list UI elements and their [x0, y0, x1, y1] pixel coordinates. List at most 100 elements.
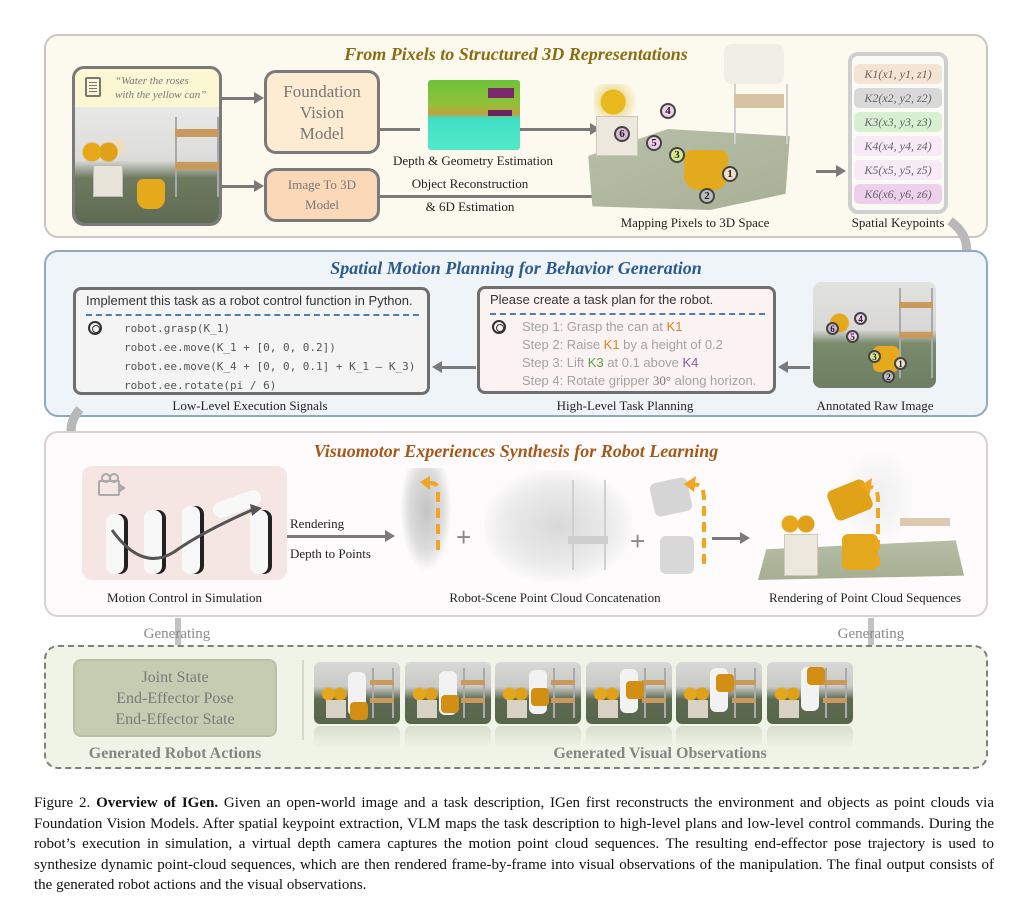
keypoint-marker-3: 3 — [669, 147, 685, 163]
clipboard-icon — [85, 77, 101, 97]
input-scene-photo — [75, 107, 219, 223]
observation-frame — [495, 662, 581, 724]
divider — [490, 313, 765, 315]
keypoint-k3: K3(x3, y3, z3) — [854, 112, 942, 132]
plan-step-3: Step 3: Lift K3 at 0.1 above K4 — [522, 355, 699, 370]
annotated-marker-6: 6 — [826, 322, 839, 335]
observation-frame — [676, 662, 762, 724]
generating-arrow-right-shaft — [868, 618, 874, 658]
visual-observations-caption: Generated Visual Observations — [553, 745, 767, 762]
plan-prompt: Please create a task plan for the robot. — [490, 292, 714, 307]
panel-title: Visuomotor Experiences Synthesis for Rob… — [313, 441, 719, 461]
keypoints-caption: Spatial Keypoints — [851, 215, 945, 230]
robot-actions-caption: Generated Robot Actions — [88, 745, 262, 762]
chatgpt-icon — [492, 320, 506, 334]
code-line: robot.ee.rotate(pi / 6) — [124, 379, 277, 392]
observation-frame — [766, 662, 853, 724]
arrow-to-img3d — [222, 180, 264, 192]
observation-frame-reflection — [314, 726, 400, 748]
high-level-caption: High-Level Task Planning — [556, 398, 694, 413]
annotated-caption: Annotated Raw Image — [816, 398, 934, 413]
arrow-to-keypoints — [816, 165, 846, 177]
annotated-marker-1: 1 — [894, 357, 907, 370]
rendering-arrow — [287, 530, 395, 542]
task-instruction-line-1: “Water the roses — [115, 75, 189, 87]
action-ee-state: End-Effector State — [115, 710, 235, 728]
task-instruction-line-2: with the yellow can” — [115, 89, 207, 101]
action-ee-pose: End-Effector Pose — [116, 689, 234, 707]
arrow-depth-to-mapping — [520, 123, 600, 135]
foundation-box-line: Model — [299, 123, 345, 143]
observation-frame — [404, 662, 491, 724]
keypoint-k5: K5(x5, y5, z5) — [854, 160, 942, 180]
keypoint-k6: K6(x6, y6, z6) — [854, 184, 942, 204]
keypoint-k1: K1(x1, y1, z1) — [854, 64, 942, 84]
panel-title: From Pixels to Structured 3D Representat… — [344, 44, 688, 64]
plan-step-4: Step 4: Rotate gripper 30° along horizon… — [522, 373, 757, 388]
object-recon-label: Object Reconstruction — [411, 176, 529, 191]
depth-geometry-label: Depth & Geometry Estimation — [393, 153, 553, 168]
observation-frame-reflection — [404, 726, 491, 748]
low-level-code-box: Implement this task as a robot control f… — [73, 287, 430, 395]
code-line: robot.grasp(K_1) — [124, 322, 230, 335]
6d-estimation-label: & 6D Estimation — [425, 199, 515, 214]
watering-can-point-cloud-bottom — [660, 536, 694, 574]
robot-actions-box: Joint State End-Effector Pose End-Effect… — [73, 659, 277, 737]
observation-frame-reflection — [495, 726, 581, 748]
concatenation-caption: Robot-Scene Point Cloud Concatenation — [449, 590, 661, 605]
foundation-box-line: Vision — [299, 102, 345, 122]
generating-label-left: Generating — [143, 626, 211, 642]
keypoint-k4: K4(x4, y4, z4) — [854, 136, 942, 156]
keypoint-k2: K2(x2, y2, z2) — [854, 88, 942, 108]
foundation-vision-model-box: Foundation Vision Model — [264, 70, 380, 154]
keypoint-marker-6: 6 — [614, 126, 630, 142]
point-cloud-3d-scene — [584, 44, 800, 212]
keypoint-marker-5: 5 — [646, 135, 662, 151]
annotated-raw-image — [813, 282, 936, 388]
simulation-motion-panel — [82, 466, 287, 580]
video-camera-icon — [98, 473, 126, 496]
trajectory-arrow — [860, 478, 880, 566]
annotated-marker-3: 3 — [868, 350, 881, 363]
observation-frame — [585, 662, 672, 724]
arrow-to-rendering — [712, 532, 750, 544]
keypoint-marker-1: 1 — [722, 166, 738, 182]
generating-label-right: Generating — [837, 626, 905, 642]
divider — [86, 314, 419, 316]
img3d-box-line: Image To 3D — [287, 177, 357, 192]
low-level-caption: Low-Level Execution Signals — [172, 398, 328, 413]
keypoint-marker-2: 2 — [699, 188, 715, 204]
observation-frame-reflection — [585, 726, 672, 748]
plan-step-1: Step 1: Grasp the can at K1 — [522, 319, 683, 334]
plus-sign: + — [456, 522, 472, 552]
arrow-plan-to-code — [432, 361, 476, 373]
caption-body: Given an open-world image and a task des… — [34, 795, 994, 893]
scene-point-cloud — [484, 470, 632, 582]
caption-prefix: Figure 2. — [34, 795, 97, 811]
motion-control-caption: Motion Control in Simulation — [107, 590, 262, 605]
trajectory-arrow — [684, 476, 706, 564]
rendering-label: Rendering — [290, 516, 345, 531]
depth-to-points-label: Depth to Points — [290, 546, 371, 561]
image-to-3d-model-box: Image To 3D Model — [264, 168, 380, 222]
arrow-image-to-plan — [778, 361, 810, 373]
figure-caption: Figure 2. Overview of IGen. Given an ope… — [34, 793, 994, 896]
high-level-plan-box: Please create a task plan for the robot.… — [477, 286, 776, 394]
img3d-box-line: Model — [305, 197, 339, 212]
action-joint-state: Joint State — [141, 668, 209, 686]
mapping-caption: Mapping Pixels to 3D Space — [620, 215, 770, 230]
annotated-marker-5: 5 — [846, 330, 859, 343]
keypoint-list: K1(x1, y1, z1) K2(x2, y2, z2) K3(x3, y3,… — [848, 52, 948, 214]
keypoint-marker-4: 4 — [660, 103, 676, 119]
divider-vertical — [302, 660, 304, 740]
caption-bold-title: Overview of IGen. — [96, 795, 219, 811]
depth-map-image — [428, 80, 520, 150]
panel-title: Spatial Motion Planning for Behavior Gen… — [330, 258, 702, 278]
observation-frame — [314, 662, 400, 724]
code-line: robot.ee.move(K_4 + [0, 0, 0.1] + K_1 – … — [124, 360, 416, 373]
code-line: robot.ee.move(K_1 + [0, 0, 0.2]) — [124, 341, 336, 354]
chatgpt-icon — [88, 321, 102, 335]
annotated-marker-2: 2 — [882, 370, 895, 383]
trajectory-arrow — [420, 476, 440, 550]
annotated-marker-4: 4 — [854, 312, 867, 325]
